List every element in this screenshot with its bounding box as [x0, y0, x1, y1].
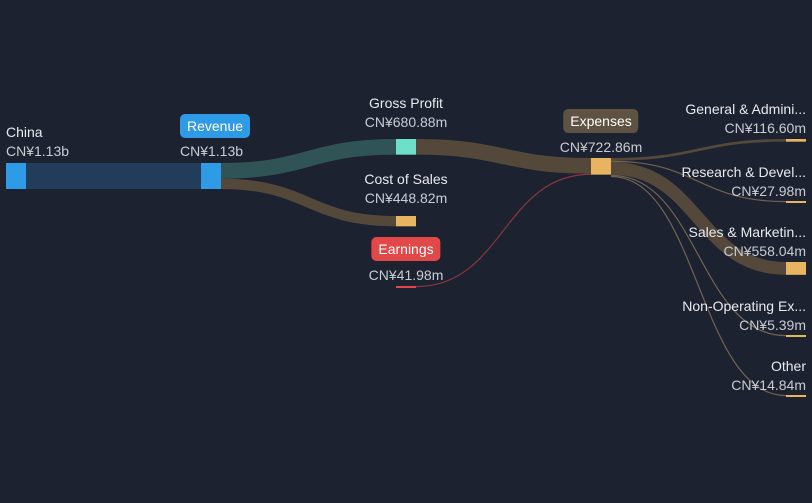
- node-value-gen-admin: CN¥116.60m: [724, 120, 806, 136]
- node-value-gross-profit: CN¥680.88m: [364, 114, 448, 130]
- node-value-expenses: CN¥722.86m: [559, 139, 643, 155]
- node-bar-cost-of-sales: [396, 216, 416, 227]
- node-value-sales-marketing: CN¥558.04m: [723, 243, 807, 259]
- sankey-links: [25, 138, 787, 397]
- node-bar-other: [786, 395, 806, 397]
- node-pill-expenses: Expenses: [563, 109, 639, 133]
- node-value-revenue: CN¥1.13b: [180, 143, 244, 159]
- node-bar-china: [6, 163, 26, 189]
- node-value-cost-of-sales: CN¥448.82m: [364, 190, 448, 206]
- node-label-gen-admin: General & Admini...: [685, 101, 806, 117]
- node-bar-sales-marketing: [786, 262, 806, 275]
- link-revenue-to-cost_of_sales: [220, 178, 397, 227]
- link-earnings-to-expenses: [415, 173, 592, 288]
- link-expenses-to-research: [610, 160, 787, 203]
- link-revenue-to-gross_profit: [220, 138, 397, 179]
- node-pill-earnings: Earnings: [371, 237, 441, 261]
- link-expenses-to-sales_marketing: [610, 161, 787, 275]
- node-bar-gen-admin: [786, 139, 806, 142]
- node-label-cost-of-sales: Cost of Sales: [364, 171, 448, 187]
- node-pill-revenue: Revenue: [180, 114, 251, 138]
- node-label-sales-marketing: Sales & Marketin...: [688, 224, 807, 240]
- node-label-china: China: [6, 124, 43, 140]
- node-bar-gross-profit: [396, 139, 416, 155]
- node-bar-non-operating: [786, 335, 806, 337]
- node-value-other: CN¥14.84m: [731, 377, 806, 393]
- node-value-china: CN¥1.13b: [6, 143, 70, 159]
- node-label-research: Research & Devel...: [681, 164, 807, 180]
- link-expenses-to-gen_admin: [610, 138, 787, 161]
- link-expenses-to-non_operating: [610, 174, 787, 337]
- sankey-nodes: [6, 139, 806, 397]
- node-label-gross-profit: Gross Profit: [369, 95, 443, 111]
- node-bar-research: [786, 201, 806, 203]
- link-expenses-to-other: [610, 175, 787, 397]
- node-bar-expenses: [591, 158, 611, 175]
- node-value-research: CN¥27.98m: [731, 183, 806, 199]
- node-bar-earnings: [396, 286, 416, 288]
- node-value-non-operating: CN¥5.39m: [739, 317, 806, 333]
- node-label-other: Other: [770, 358, 806, 374]
- node-bar-revenue: [201, 163, 221, 189]
- node-label-non-operating: Non-Operating Ex...: [682, 298, 806, 314]
- link-gross_profit-to-expenses: [415, 138, 592, 174]
- node-value-earnings: CN¥41.98m: [368, 267, 444, 283]
